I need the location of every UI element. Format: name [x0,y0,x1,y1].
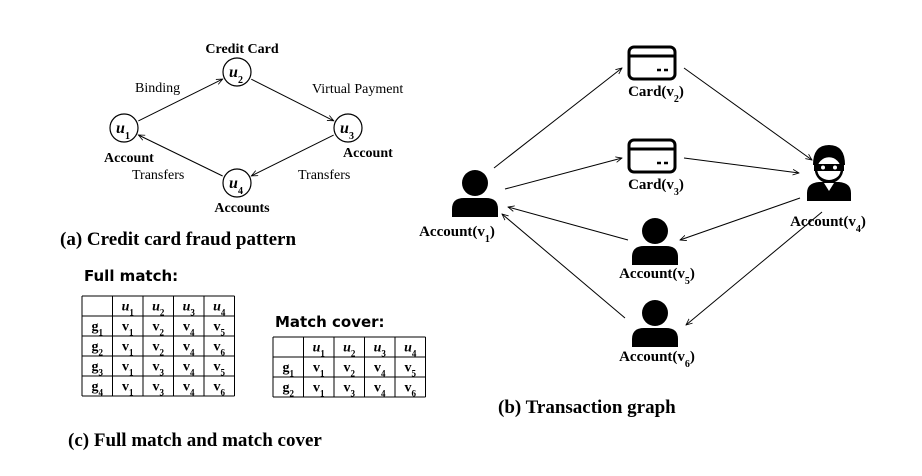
pattern-edge [138,135,223,177]
table-row-label: g1 [92,319,104,337]
pattern-edge-label: Virtual Payment [312,82,403,97]
table-header-cell: u2 [152,299,165,317]
graph-node-label: Account(v6) [619,349,695,370]
graph-node-label: Card(v3) [628,177,684,198]
table-cell: v2 [153,339,165,357]
table-cell: v6 [214,339,226,357]
graph-edge [683,157,799,173]
table-cell: v1 [313,360,325,378]
table-cell: v5 [214,359,226,377]
table-row-label: g2 [92,339,104,357]
table-cell: v3 [344,380,356,398]
table-cell: v4 [183,319,195,337]
pattern-edge-label: Transfers [132,168,184,183]
table-row-label: g3 [92,359,104,377]
graph-edge [680,197,801,240]
full-match-title: Full match: [84,267,178,285]
table-header-cell: u1 [313,340,326,358]
pattern-caption: (a) Credit card fraud pattern [60,229,296,250]
table-cell: v1 [122,379,134,397]
person-icon [452,170,498,217]
person-icon [632,218,678,265]
pattern-node-label: Account [343,146,393,161]
pattern-edge-label: Transfers [298,168,350,183]
table-header-cell: u3 [374,340,387,358]
graph-edge [508,207,629,241]
fraudster-icon [807,145,851,201]
table-cell: v3 [153,379,165,397]
table-cell: v1 [122,319,134,337]
table-cell: v6 [214,379,226,397]
pattern-node-symbol: u3 [340,120,354,142]
table-cell: v5 [214,319,226,337]
table-header-cell: u2 [343,340,356,358]
pattern-node-label: Accounts [214,201,270,216]
pattern-edge-label: Binding [135,81,180,96]
graph-node-label: Account(v1) [419,224,495,245]
table-cell: v4 [183,339,195,357]
pattern-edge [138,79,222,122]
pattern-node-u3 [333,113,363,143]
graph-node-label: Account(v5) [619,266,695,287]
table-cell: v5 [405,360,417,378]
table-cell: v4 [183,359,195,377]
credit-card-icon [627,138,677,174]
table-cell: v1 [122,359,134,377]
pattern-node-symbol: u2 [229,64,243,86]
pattern-node-label: Credit Card [205,42,278,57]
graph-edge [502,214,626,319]
graph-edge [683,67,812,160]
pattern-edge [251,134,334,176]
tables-caption: (c) Full match and match cover [68,430,322,451]
table-cell: v6 [405,380,417,398]
table-header-cell: u4 [213,299,226,317]
table-header-cell: u3 [183,299,196,317]
pattern-node-u2 [222,57,252,87]
full-match-table: u1 u2 u3 u4 g1 v1 v2 v4 v5 g2 v1 v2 v4 v6 g3 v1 v3 v4 v5 g4… [81,295,235,397]
pattern-node-symbol: u4 [229,175,243,197]
match-cover-table: u1 u2 u3 u4 g1 v1 v2 v4 v5 g2 v1 v3 v4 v6 [272,336,426,398]
table-cell: v2 [153,319,165,337]
table-row-label: g2 [283,380,295,398]
person-icon [632,300,678,347]
pattern-edge [251,78,333,121]
table-header-cell: u1 [122,299,135,317]
table-cell: v1 [313,380,325,398]
match-tables: Full match: u1 u2 u3 u4 g1 v1 v2 v4 v5 g2 v1 v2 v4 v6… [68,267,426,451]
graph-caption: (b) Transaction graph [498,397,676,418]
table-cell: v4 [374,360,386,378]
table-cell: v4 [183,379,195,397]
transaction-graph: Account(v1) Card(v2) Card(v3) Account(v4) Ac… [419,45,866,418]
table-row-label: g4 [92,379,104,397]
pattern-node-u1 [109,113,139,143]
graph-edge [686,211,823,325]
graph-node-label: Account(v4) [790,214,866,235]
pattern-node-u4 [222,168,252,198]
graph-edge [504,158,622,190]
graph-node-label: Card(v2) [628,84,684,105]
pattern-node-symbol: u1 [116,120,130,142]
table-cell: v4 [374,380,386,398]
credit-card-icon [627,45,677,81]
table-row-label: g1 [283,360,295,378]
match-cover-title: Match cover: [275,313,385,331]
table-cell: v2 [344,360,356,378]
table-cell: v3 [153,359,165,377]
table-header-cell: u4 [404,340,417,358]
pattern-node-label: Account [104,151,154,166]
graph-edge [493,68,622,169]
table-cell: v1 [122,339,134,357]
